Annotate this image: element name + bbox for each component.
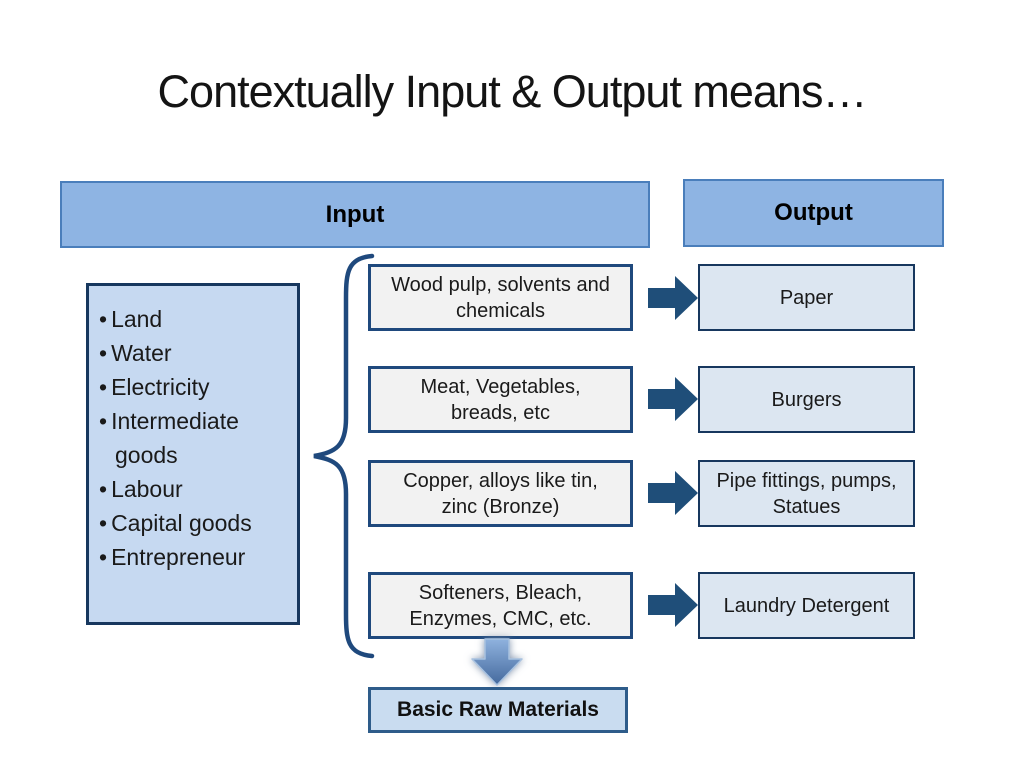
right-arrow-icon (648, 276, 698, 320)
slide-title: Contextually Input & Output means… (157, 66, 868, 117)
list-item: Capital goods (99, 506, 291, 540)
output-box-paper: Paper (698, 264, 915, 331)
ingredient-label: Softeners, Bleach, Enzymes, CMC, etc. (409, 581, 592, 630)
down-arrow-icon (471, 638, 523, 686)
right-arrow-icon (648, 583, 698, 627)
ingredient-label: Wood pulp, solvents and chemicals (391, 273, 610, 322)
output-header-label: Output (774, 199, 853, 226)
output-label: Pipe fittings, pumps, Statues (716, 469, 897, 518)
input-header-label: Input (325, 200, 385, 228)
right-arrow-icon (648, 377, 698, 421)
ingredient-box-laundry-detergent: Softeners, Bleach, Enzymes, CMC, etc. (368, 572, 633, 639)
ingredient-label: Copper, alloys like tin, zinc (Bronze) (403, 469, 598, 518)
list-item: Land (99, 302, 291, 336)
output-label: Laundry Detergent (723, 594, 890, 617)
list-item: Water (99, 336, 291, 370)
list-item: Labour (99, 472, 291, 506)
basic-raw-materials-box: Basic Raw Materials (368, 687, 628, 733)
input-factors-panel: Land Water Electricity Intermediate good… (86, 283, 300, 625)
output-label: Burgers (771, 388, 842, 411)
list-item: Intermediate goods (99, 404, 291, 472)
ingredient-label: Meat, Vegetables, breads, etc (420, 375, 581, 424)
output-label: Paper (779, 286, 834, 309)
basic-raw-materials-label: Basic Raw Materials (397, 698, 599, 721)
input-column-header: Input (60, 181, 650, 248)
output-box-burgers: Burgers (698, 366, 915, 433)
output-box-pipe-fittings: Pipe fittings, pumps, Statues (698, 460, 915, 527)
left-curly-brace-icon (313, 253, 375, 659)
input-factors-list: Land Water Electricity Intermediate good… (99, 302, 291, 574)
ingredient-box-burgers: Meat, Vegetables, breads, etc (368, 366, 633, 433)
output-column-header: Output (683, 179, 944, 247)
right-arrow-icon (648, 471, 698, 515)
list-item: Entrepreneur (99, 540, 291, 574)
list-item: Electricity (99, 370, 291, 404)
ingredient-box-paper: Wood pulp, solvents and chemicals (368, 264, 633, 331)
ingredient-box-pipe-fittings: Copper, alloys like tin, zinc (Bronze) (368, 460, 633, 527)
output-box-laundry-detergent: Laundry Detergent (698, 572, 915, 639)
